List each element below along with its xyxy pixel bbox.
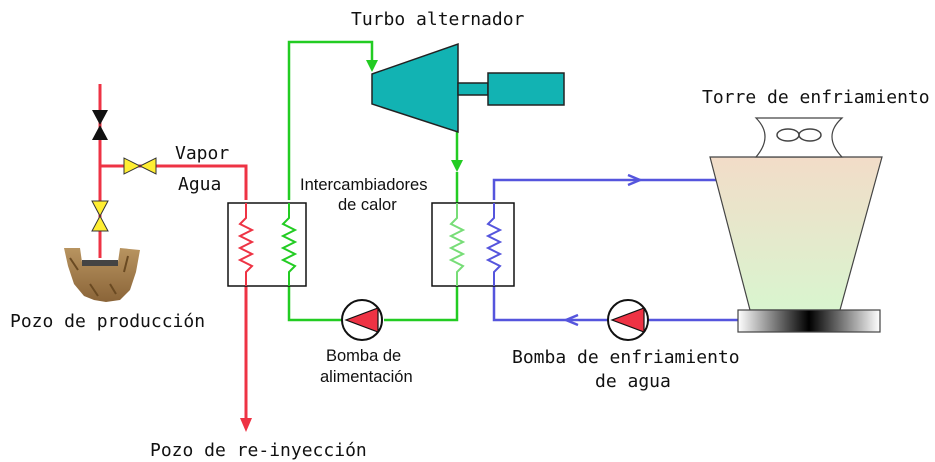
turbo-alternator-label: Turbo alternador [351,9,525,30]
agua-label: Agua [178,174,221,195]
cooling-tower-icon [709,117,883,333]
heat-exchangers-label-line1: Intercambiadores [300,176,427,194]
left-heat-exchanger [227,202,307,287]
cooling-pump-label-line2: de agua [595,371,671,392]
reinjection-arrow-icon [240,418,252,432]
tower-basin [737,309,881,333]
cooling-pump-label-line1: Bomba de enfriamiento [512,347,740,368]
steam-valve-icon [123,157,157,175]
top-valve-icon [92,110,108,140]
feed-pump-label-line1: Bomba de [326,347,401,365]
cooling-pump-icon [607,299,649,341]
production-well-label: Pozo de producción [10,311,205,332]
vapor-label: Vapor [175,143,229,164]
production-well-icon [64,248,140,302]
reinjection-well-label: Pozo de re-inyección [150,440,367,461]
cooling-return-arrow-icon [562,313,579,327]
right-heat-exchanger [431,202,515,287]
feed-pump-label-line2: alimentación [320,368,413,386]
feed-pump-icon [341,299,383,341]
turbine-outlet-arrow-icon [451,160,463,172]
bottom-valve-icon [91,200,109,232]
cooling-tower-label: Torre de enfriamiento [702,87,930,108]
turbo-alternator-icon [371,42,565,134]
steam-pipe [100,164,248,200]
turbine-inlet-arrow-icon [366,60,378,72]
cooling-supply-arrow-icon [627,173,644,187]
heat-exchangers-label-line2: de calor [338,196,397,214]
